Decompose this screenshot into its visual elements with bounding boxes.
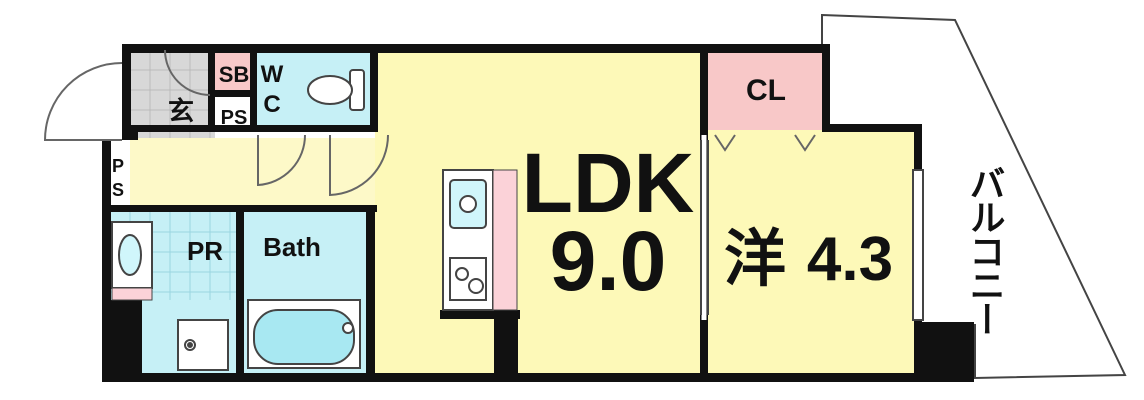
shoe-box xyxy=(215,50,255,96)
sink-icon xyxy=(449,179,487,229)
ps-entrance-label: PS xyxy=(221,107,248,129)
balcony-label: バルコニー xyxy=(965,165,1006,335)
walls xyxy=(102,44,974,382)
toilet-label-bottom: C xyxy=(263,91,280,118)
bath-label: Bath xyxy=(263,232,321,262)
bathtub-icon xyxy=(247,299,361,369)
balcony-window xyxy=(912,169,924,321)
western-size: 4.3 xyxy=(807,225,893,294)
stove-icon xyxy=(449,257,487,301)
ldk-floor xyxy=(375,50,705,373)
toilet-label-top: W xyxy=(261,61,284,88)
ldk-size: 9.0 xyxy=(550,214,667,308)
door-arcs xyxy=(43,49,816,197)
ps-entrance-box xyxy=(215,96,255,128)
ps-hall-label-top: P xyxy=(112,156,124,176)
toilet-icon xyxy=(307,69,365,111)
closet-label: CL xyxy=(746,74,786,107)
entrance-label: 玄 xyxy=(168,96,194,126)
ps-hall-label-bottom: S xyxy=(112,180,124,200)
western-floor xyxy=(705,130,917,373)
western-name: 洋 xyxy=(724,225,786,294)
ldk-name: LDK xyxy=(522,136,695,230)
hall-floor xyxy=(130,138,375,212)
closet-floor xyxy=(705,50,827,130)
basin-cabinet xyxy=(111,287,153,301)
wash-basin-icon xyxy=(111,221,153,289)
powder-room-label: PR xyxy=(187,236,223,266)
shoe-box-label: SB xyxy=(219,62,250,87)
washing-machine-pan-icon xyxy=(177,319,229,371)
kitchen-backsplash xyxy=(492,169,518,311)
